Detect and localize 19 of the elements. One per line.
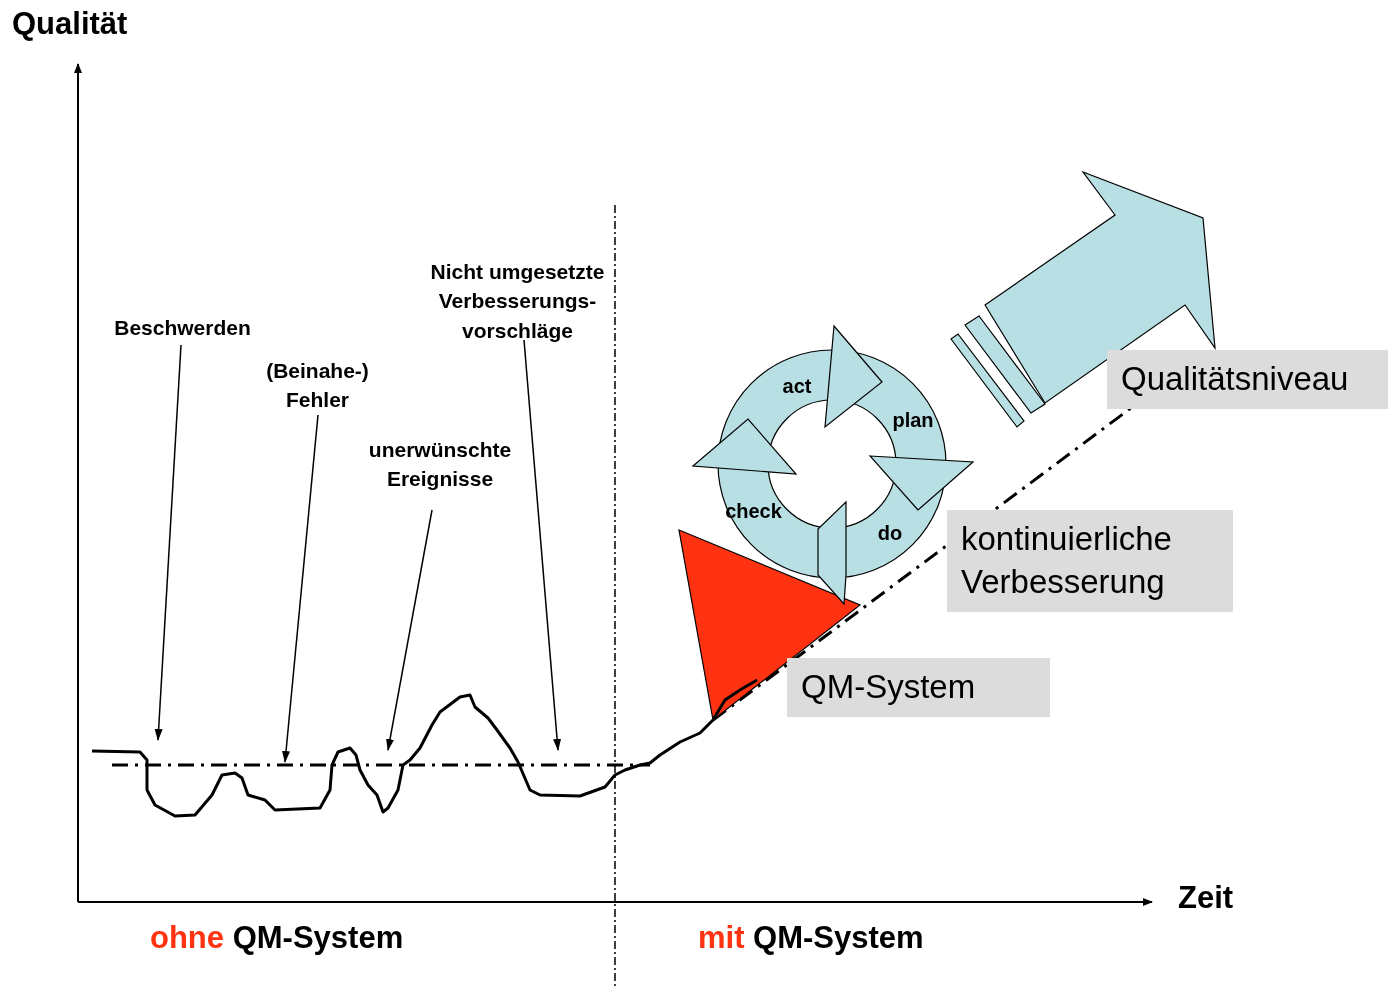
annotation-label: unerwünschte Ereignisse	[345, 435, 535, 494]
leader-arrow	[154, 344, 182, 741]
annotation-label: (Beinahe-) Fehler	[245, 356, 390, 415]
leader-arrow	[282, 414, 319, 763]
section-label: ohne QM-System	[150, 920, 404, 956]
text-panel: QM-System	[787, 658, 1050, 717]
text-panel: kontinuierliche Verbesserung	[947, 510, 1233, 612]
axis-label: Qualität	[12, 6, 128, 42]
text-panel: Qualitätsniveau	[1107, 350, 1388, 409]
quality-curve	[91, 678, 758, 818]
section-label: mit QM-System	[698, 920, 924, 956]
leader-arrow	[386, 509, 433, 751]
axis-label: Zeit	[1178, 880, 1234, 916]
annotation-label: Nicht umgesetzte Verbesserungs- vorschläge	[410, 257, 625, 346]
cycle-step-label: do	[870, 519, 910, 547]
annotation-label: Beschwerden	[95, 313, 270, 343]
leader-arrow	[523, 339, 562, 751]
cycle-step-label: plan	[884, 406, 942, 434]
cycle-step-label: act	[772, 372, 822, 400]
